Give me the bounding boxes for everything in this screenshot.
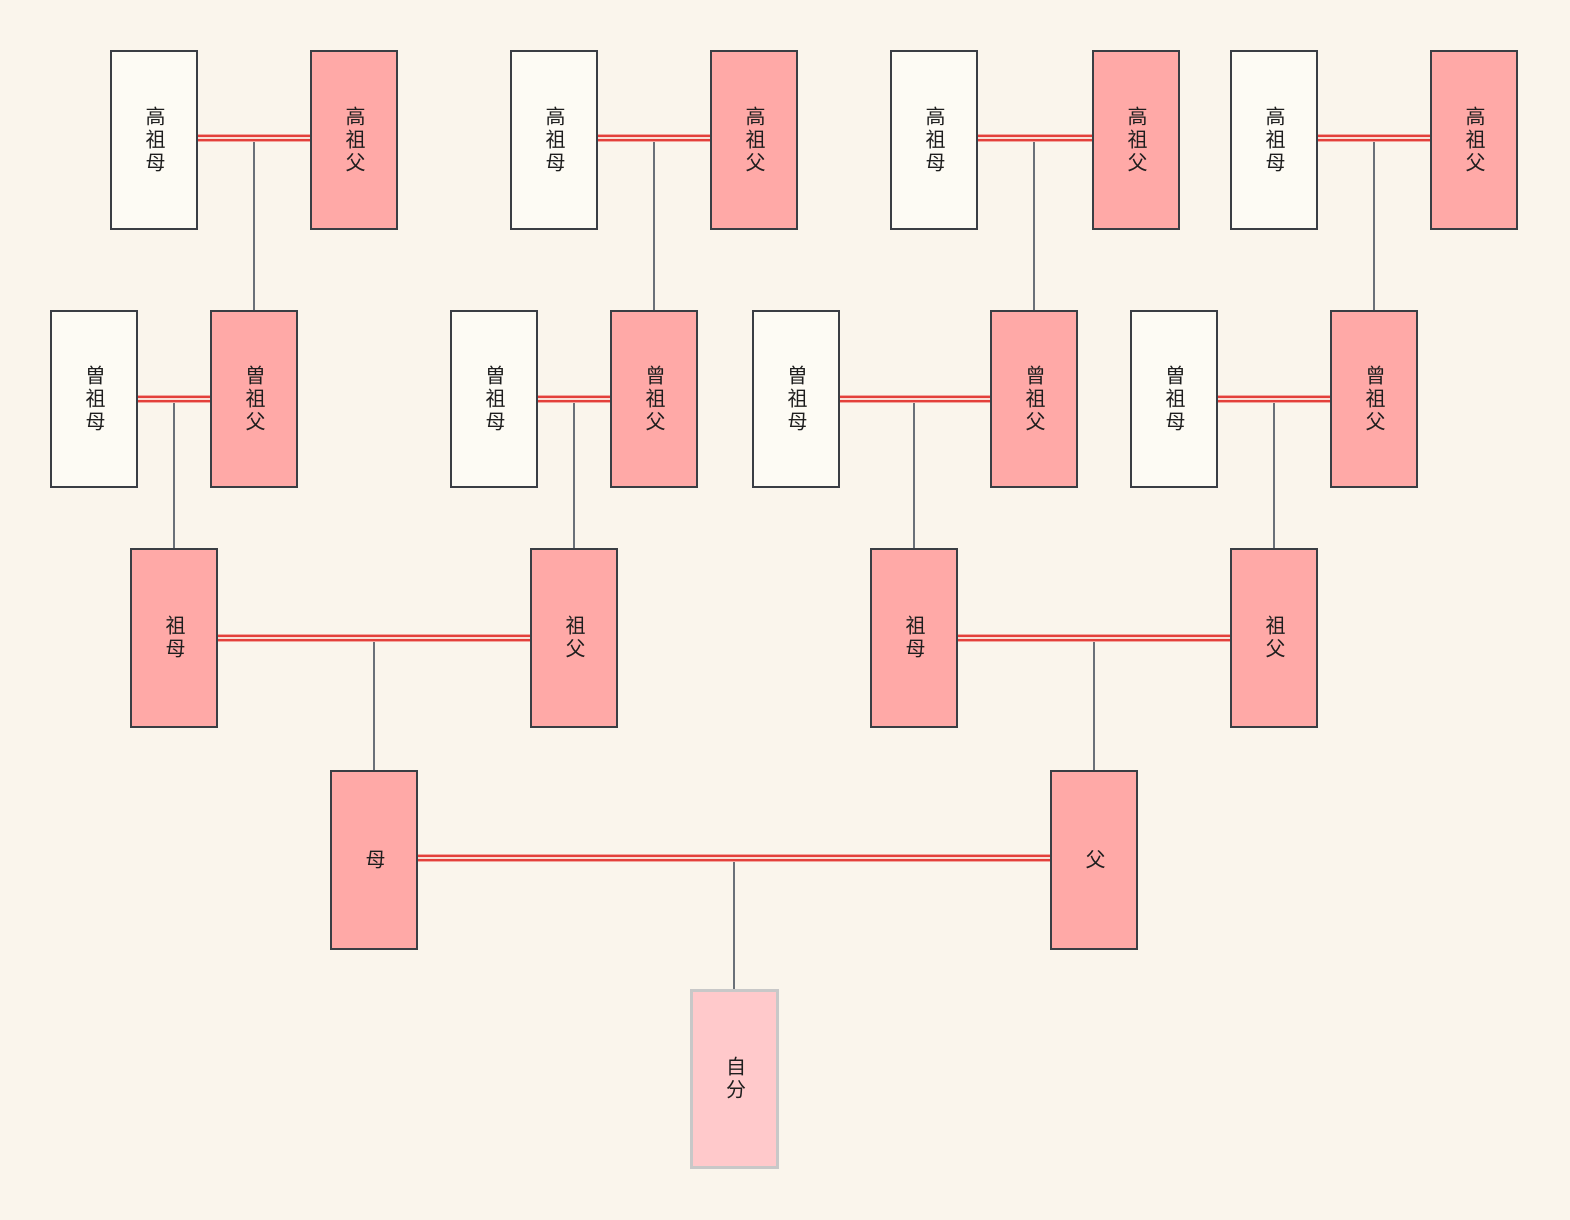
node-great-great-grandfather-2: 高祖父 xyxy=(710,50,798,230)
node-label: 曾祖父 xyxy=(1362,364,1386,434)
node-label: 祖父 xyxy=(562,615,586,661)
marriage-line-gen4-2 xyxy=(598,134,710,142)
parent-child-connector-gen2-2 xyxy=(1093,642,1095,770)
node-label: 高祖父 xyxy=(1124,105,1148,175)
node-label: 曽祖母 xyxy=(482,364,506,434)
parent-child-connector-gen1 xyxy=(733,862,735,989)
node-great-great-grandfather-3: 高祖父 xyxy=(1092,50,1180,230)
node-great-great-grandfather-4: 高祖父 xyxy=(1430,50,1518,230)
node-great-grandmother-3: 曽祖母 xyxy=(752,310,840,488)
node-grandfather-2: 祖父 xyxy=(1230,548,1318,728)
node-label: 高祖父 xyxy=(1462,105,1486,175)
node-label: 母 xyxy=(362,848,386,872)
node-label: 高祖母 xyxy=(542,105,566,175)
node-grandmother-1: 祖母 xyxy=(130,548,218,728)
marriage-line-gen3-3 xyxy=(840,395,990,403)
node-grandmother-2: 祖母 xyxy=(870,548,958,728)
node-great-grandfather-2: 曾祖父 xyxy=(610,310,698,488)
node-self: 自分 xyxy=(690,989,779,1169)
marriage-line-gen2-1 xyxy=(218,634,530,642)
node-great-great-grandfather-1: 高祖父 xyxy=(310,50,398,230)
node-great-grandfather-3: 曾祖父 xyxy=(990,310,1078,488)
node-great-great-grandmother-2: 高祖母 xyxy=(510,50,598,230)
parent-child-connector-gen3-4 xyxy=(1273,403,1275,548)
node-great-grandmother-4: 曽祖母 xyxy=(1130,310,1218,488)
parent-child-connector-gen3-2 xyxy=(573,403,575,548)
node-father: 父 xyxy=(1050,770,1138,950)
node-great-grandmother-1: 曽祖母 xyxy=(50,310,138,488)
parent-child-connector-gen2-1 xyxy=(373,642,375,770)
node-great-grandfather-4: 曾祖父 xyxy=(1330,310,1418,488)
marriage-line-gen1 xyxy=(418,854,1050,862)
parent-child-connector-gen4-1 xyxy=(253,142,255,310)
node-great-great-grandmother-1: 高祖母 xyxy=(110,50,198,230)
parent-child-connector-gen4-2 xyxy=(653,142,655,310)
node-label: 高祖母 xyxy=(1262,105,1286,175)
marriage-line-gen3-1 xyxy=(138,395,210,403)
marriage-line-gen4-4 xyxy=(1318,134,1430,142)
node-label: 曽祖母 xyxy=(82,364,106,434)
node-label: 曾祖父 xyxy=(1022,364,1046,434)
node-label: 高祖母 xyxy=(142,105,166,175)
node-label: 曽祖母 xyxy=(784,364,808,434)
node-label: 父 xyxy=(1082,848,1106,872)
marriage-line-gen3-4 xyxy=(1218,395,1330,403)
node-label: 祖父 xyxy=(1262,615,1286,661)
parent-child-connector-gen3-3 xyxy=(913,403,915,548)
node-great-grandfather-1: 曽祖父 xyxy=(210,310,298,488)
node-great-grandmother-2: 曽祖母 xyxy=(450,310,538,488)
node-great-great-grandmother-3: 高祖母 xyxy=(890,50,978,230)
node-label: 祖母 xyxy=(902,615,926,661)
node-label: 高祖父 xyxy=(342,105,366,175)
node-label: 曽祖母 xyxy=(1162,364,1186,434)
node-grandfather-1: 祖父 xyxy=(530,548,618,728)
marriage-line-gen2-2 xyxy=(958,634,1230,642)
parent-child-connector-gen4-3 xyxy=(1033,142,1035,310)
node-label: 曽祖父 xyxy=(242,364,266,434)
node-label: 自分 xyxy=(722,1056,747,1102)
node-mother: 母 xyxy=(330,770,418,950)
node-great-great-grandmother-4: 高祖母 xyxy=(1230,50,1318,230)
marriage-line-gen4-1 xyxy=(198,134,310,142)
parent-child-connector-gen4-4 xyxy=(1373,142,1375,310)
node-label: 曾祖父 xyxy=(642,364,666,434)
node-label: 高祖父 xyxy=(742,105,766,175)
marriage-line-gen3-2 xyxy=(538,395,610,403)
parent-child-connector-gen3-1 xyxy=(173,403,175,548)
node-label: 祖母 xyxy=(162,615,186,661)
marriage-line-gen4-3 xyxy=(978,134,1092,142)
node-label: 高祖母 xyxy=(922,105,946,175)
